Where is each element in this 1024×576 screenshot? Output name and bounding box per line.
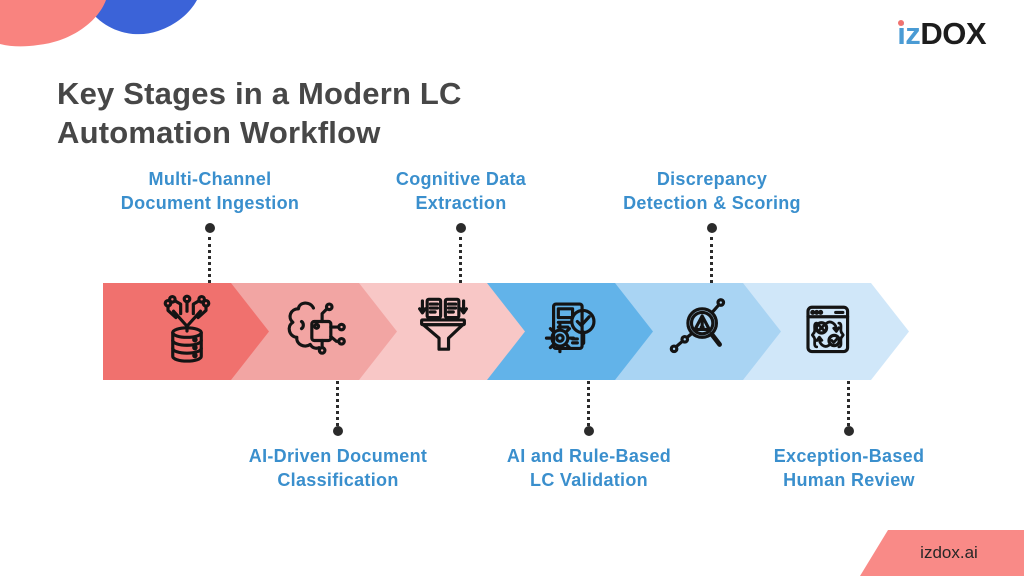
connector-dot [205,223,215,233]
connector-line [710,237,713,283]
izdox-url-badge: izdox.ai [860,530,1024,576]
warning-magnifier-nodes-icon [669,298,726,354]
browser-retry-check-icon [806,305,850,354]
logo-i-dot [898,20,905,26]
connector-line [208,237,211,283]
connector-line [459,237,462,283]
ai-brain-chip-icon [287,301,346,355]
connector-dot [333,426,343,436]
connector-dot [456,223,466,233]
connector-dot [844,426,854,436]
data-ingestion-icon [163,294,211,363]
izdox-url-text: izdox.ai [920,543,978,562]
coral-blob-shape [0,0,106,47]
connector-line [587,381,590,426]
connector-dot [584,426,594,436]
page-title: Key Stages in a Modern LC Automation Wor… [57,74,462,152]
logo-iz-text: iz [897,16,921,51]
blue-blob-shape [84,0,197,35]
document-gear-magnifier-check-icon [544,302,596,354]
connector-line [847,381,850,426]
documents-funnel-icon [418,297,468,351]
page-title-line1: Key Stages in a Modern LC [57,76,462,111]
connector-line [336,381,339,426]
connector-dot [707,223,717,233]
corner-decoration [0,0,197,47]
page-title-line2: Automation Workflow [57,115,381,150]
logo-dox-text: DOX [920,16,986,51]
